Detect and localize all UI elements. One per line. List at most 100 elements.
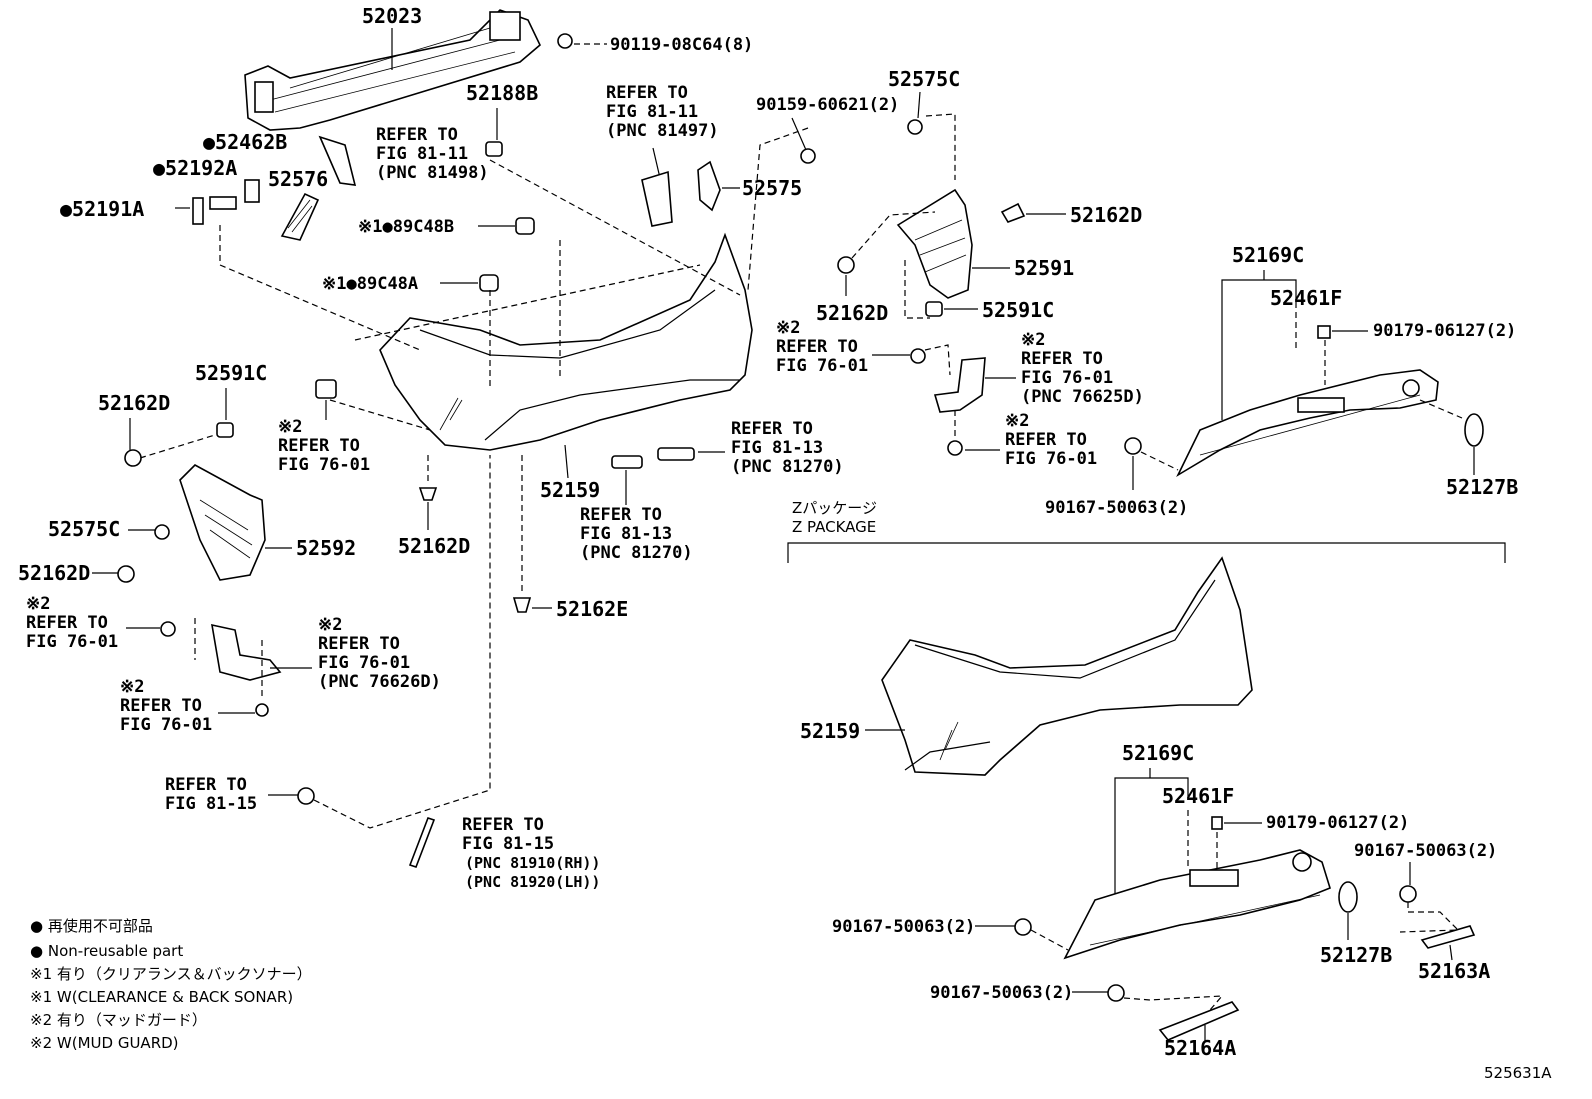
retainer-89C48B-drawing xyxy=(478,217,535,235)
part-label-90179-06127-lower[interactable]: 90179-06127(2) xyxy=(1266,813,1409,833)
part-label-52127B-lower[interactable]: 52127B xyxy=(1320,943,1392,967)
bracket-52163A-drawing xyxy=(1399,862,1476,961)
part-label-52127B-upper[interactable]: 52127B xyxy=(1446,475,1518,499)
part-label-52462B[interactable]: ●52462B xyxy=(203,130,287,154)
bolt-90119-drawing xyxy=(557,33,607,49)
reference-fig76-01-l3[interactable]: ※2 REFER TO FIG 76-01 (PNC 76626D) xyxy=(318,615,441,692)
part-label-90167-50063-upper[interactable]: 90167-50063(2) xyxy=(1045,498,1188,518)
bumper-reinforcement-drawing xyxy=(244,9,541,131)
part-label-52188B[interactable]: 52188B xyxy=(466,81,538,105)
legend: ● 再使用不可部品 ● Non-reusable part ※1 有り（クリアラ… xyxy=(30,917,312,1052)
clip-52575C-top-drawing xyxy=(907,91,956,180)
bracket-81498-drawing xyxy=(318,135,357,186)
reference-fig76-01-l2[interactable]: ※2 REFER TO FIG 76-01 xyxy=(26,594,118,652)
part-label-52162D-left-1[interactable]: 52162D xyxy=(98,391,170,415)
reference-fig81-13-b[interactable]: REFER TO FIG 81-13 (PNC 81270) xyxy=(580,505,693,563)
illustration-id: 525631A xyxy=(1484,1064,1552,1082)
emblem-52127B-upper-drawing xyxy=(1419,399,1484,475)
reference-fig81-13-a[interactable]: REFER TO FIG 81-13 (PNC 81270) xyxy=(731,419,844,477)
part-label-52461F-upper[interactable]: 52461F xyxy=(1270,286,1342,310)
nut-52591C-left-drawing xyxy=(139,388,234,459)
splash-shield-52591-drawing xyxy=(896,188,1010,319)
part-label-52575C-left[interactable]: 52575C xyxy=(48,517,120,541)
part-label-52162D-right-1[interactable]: 52162D xyxy=(1070,203,1142,227)
part-label-52575C-top[interactable]: 52575C xyxy=(888,67,960,91)
bracket-81497-drawing xyxy=(641,147,673,227)
diffuser-52169C-upper-drawing xyxy=(1176,312,1439,478)
bracket-52164A-drawing xyxy=(1072,984,1240,1042)
part-label-52163A[interactable]: 52163A xyxy=(1418,959,1490,983)
diffuser-52169C-lower-drawing xyxy=(1063,810,1331,960)
part-label-52162D-right-2[interactable]: 52162D xyxy=(816,301,888,325)
reference-fig76-01-r3[interactable]: ※2 REFER TO FIG 76-01 xyxy=(1005,411,1097,469)
reference-fig81-11-pnc81498[interactable]: REFER TO FIG 81-11 (PNC 81498) xyxy=(376,125,489,183)
legend-item-2: ● Non-reusable part xyxy=(30,942,183,960)
mudguard-right-drawing xyxy=(872,344,1016,456)
legend-item-5: ※2 有り（マッドガード） xyxy=(30,1011,207,1029)
part-label-52023[interactable]: 52023 xyxy=(362,4,422,28)
clip-52162D-left-2-drawing xyxy=(92,565,135,583)
legend-item-6: ※2 W(MUD GUARD) xyxy=(30,1034,179,1052)
screw-90159-drawing xyxy=(747,117,816,291)
bumper-cover-52159-drawing xyxy=(219,159,753,451)
mudguard-left-drawing xyxy=(126,618,312,717)
part-label-52159-main[interactable]: 52159 xyxy=(540,478,600,502)
emblem-52127B-lower-drawing xyxy=(1338,881,1358,940)
bracket-52575-drawing xyxy=(697,160,740,212)
part-label-52162D-center[interactable]: 52162D xyxy=(398,534,470,558)
part-label-52159-zpkg[interactable]: 52159 xyxy=(800,719,860,743)
reference-fig76-01-r1[interactable]: ※2 REFER TO FIG 76-01 xyxy=(776,318,868,376)
part-label-90119-08C64[interactable]: 90119-08C64(8) xyxy=(610,35,753,55)
reference-fig76-01-l1[interactable]: ※2 REFER TO FIG 76-01 xyxy=(278,417,370,475)
clip-52162D-left-1-drawing xyxy=(124,418,142,467)
part-label-90167-50063-lower-right[interactable]: 90167-50063(2) xyxy=(1354,841,1497,861)
retainer-52188B-drawing xyxy=(485,108,503,157)
legend-item-1: ● 再使用不可部品 xyxy=(30,917,153,935)
part-label-90179-06127-upper[interactable]: 90179-06127(2) xyxy=(1373,321,1516,341)
fastener-90167-upper-drawing xyxy=(1124,437,1179,490)
fastener-90167-lower-left-drawing xyxy=(975,918,1069,951)
clip-52162D-right-2-drawing xyxy=(837,211,936,296)
part-label-52461F-lower[interactable]: 52461F xyxy=(1162,784,1234,808)
part-label-90167-50063-lower-left[interactable]: 90167-50063(2) xyxy=(832,917,975,937)
part-label-52575[interactable]: 52575 xyxy=(742,176,802,200)
part-label-52591[interactable]: 52591 xyxy=(1014,256,1074,280)
part-label-52164A[interactable]: 52164A xyxy=(1164,1036,1236,1060)
nut-52591C-right-drawing xyxy=(925,301,978,317)
legend-item-4: ※1 W(CLEARANCE & BACK SONAR) xyxy=(30,988,293,1006)
splash-shield-52592-drawing xyxy=(179,464,292,581)
sonar-sensors-drawing xyxy=(611,447,725,505)
part-label-52576[interactable]: 52576 xyxy=(268,167,328,191)
part-label-52162E[interactable]: 52162E xyxy=(556,597,628,621)
z-package-bracket xyxy=(787,542,1506,563)
part-label-52591C-left[interactable]: 52591C xyxy=(195,361,267,385)
reference-fig81-11-pnc81497[interactable]: REFER TO FIG 81-11 (PNC 81497) xyxy=(606,83,719,141)
clip-52162D-center-drawing xyxy=(418,455,438,530)
z-package-label-jp: Zパッケージ xyxy=(792,499,877,517)
part-label-52192A[interactable]: ●52192A xyxy=(153,156,237,180)
reference-fig81-15-b[interactable]: REFER TO FIG 81-15 (PNC 81910(RH)) (PNC … xyxy=(462,815,611,891)
part-label-89C48B[interactable]: ※1●89C48B xyxy=(358,217,454,237)
bumper-cover-52159-zpkg-drawing xyxy=(865,556,1253,776)
part-label-52592[interactable]: 52592 xyxy=(296,536,356,560)
fastener-81-15-drawing xyxy=(268,455,491,869)
retainer-89C48A-drawing xyxy=(440,274,499,292)
part-label-52162D-left-2[interactable]: 52162D xyxy=(18,561,90,585)
part-label-90159-60621[interactable]: 90159-60621(2) xyxy=(756,95,899,115)
legend-item-3: ※1 有り（クリアランス＆バックソナー） xyxy=(30,965,312,983)
reference-fig76-01-l4[interactable]: ※2 REFER TO FIG 76-01 xyxy=(120,677,212,735)
clip-52162E-drawing xyxy=(512,455,552,613)
bracket-76-01-l1-drawing xyxy=(315,379,337,420)
part-label-90167-50063-lower-bottom[interactable]: 90167-50063(2) xyxy=(930,983,1073,1003)
part-label-52169C-lower[interactable]: 52169C xyxy=(1122,741,1194,765)
part-label-89C48A[interactable]: ※1●89C48A xyxy=(322,274,418,294)
part-label-52191A[interactable]: ●52191A xyxy=(60,197,144,221)
bracket-52576-drawing xyxy=(280,192,320,241)
part-label-52591C-right[interactable]: 52591C xyxy=(982,298,1054,322)
reference-fig76-01-r2[interactable]: ※2 REFER TO FIG 76-01 (PNC 76625D) xyxy=(1021,330,1144,407)
part-label-52169C-upper[interactable]: 52169C xyxy=(1232,243,1304,267)
seals-52191A-52192A-52462B-drawing xyxy=(175,179,260,225)
clip-52575C-left-drawing xyxy=(128,524,170,540)
reference-fig81-15-a[interactable]: REFER TO FIG 81-15 xyxy=(165,775,257,814)
